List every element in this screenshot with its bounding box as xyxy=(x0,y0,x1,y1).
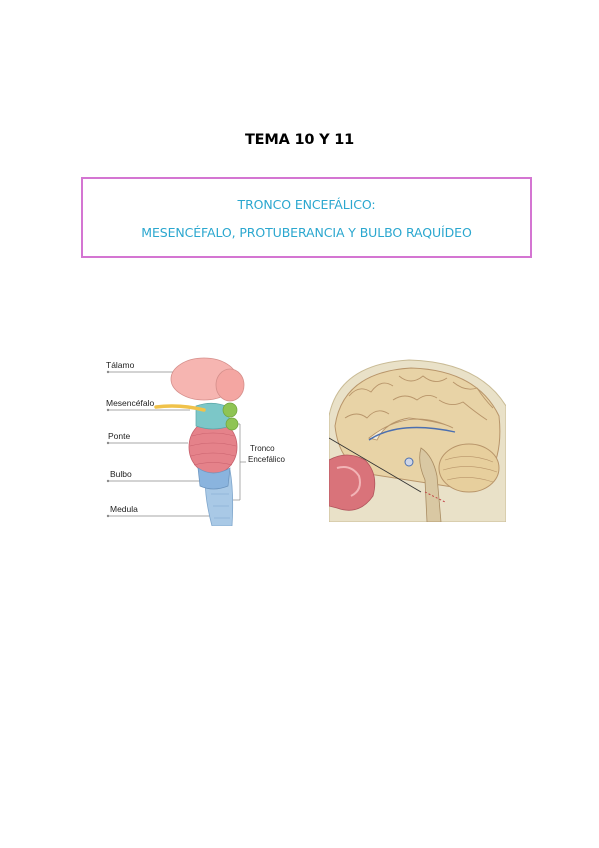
label-ponte: Ponte xyxy=(108,431,131,441)
brain-sagittal-illustration xyxy=(329,356,506,522)
label-encefalico: Encefálico xyxy=(248,455,285,464)
document-heading: TEMA 10 Y 11 xyxy=(244,132,355,148)
title-line-1: TRONCO ENCEFÁLICO: xyxy=(237,197,376,212)
label-talamo: Tálamo xyxy=(106,360,135,370)
label-bulbo: Bulbo xyxy=(110,469,132,479)
title-line-2: MESENCÉFALO, PROTUBERANCIA Y BULBO RAQUÍ… xyxy=(141,225,472,240)
label-mesencefalo: Mesencéfalo xyxy=(106,398,155,408)
brainstem-illustration xyxy=(106,357,246,526)
label-medula: Medula xyxy=(110,504,138,514)
title-box: TRONCO ENCEFÁLICO: MESENCÉFALO, PROTUBER… xyxy=(81,177,532,258)
label-tronco: Tronco xyxy=(250,444,275,453)
sagittal-brain-image xyxy=(329,356,506,522)
brainstem-diagram: Tálamo Mesencéfalo Ponte Bulbo Medula Tr… xyxy=(100,352,310,526)
